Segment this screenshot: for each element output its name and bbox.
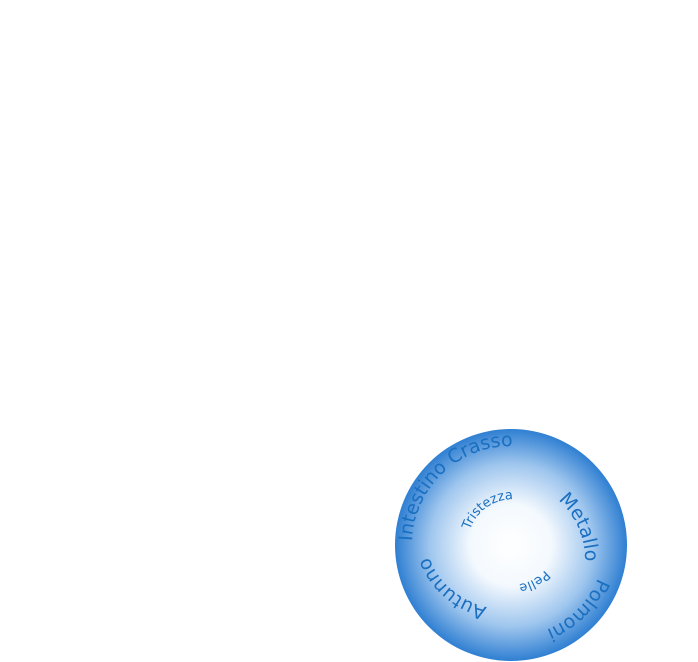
element-disc [395, 429, 627, 661]
